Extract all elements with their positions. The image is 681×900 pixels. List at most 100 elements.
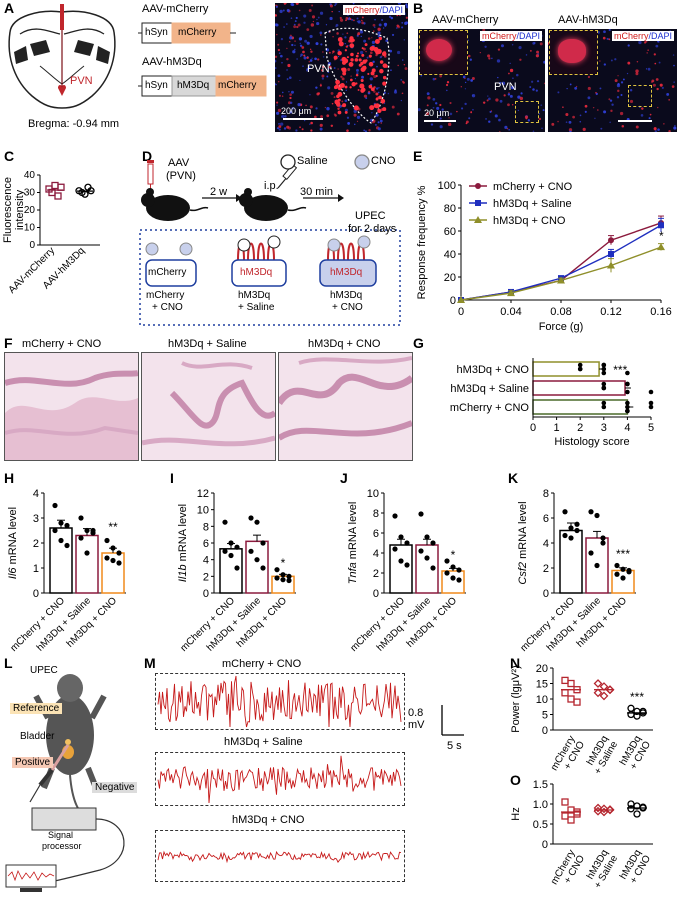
micro-speckle bbox=[640, 114, 644, 117]
b-legend-2: mCherry/DAPI bbox=[611, 31, 674, 41]
b-inset-2 bbox=[549, 30, 598, 75]
micro-speckle bbox=[308, 8, 312, 12]
micro-speckle bbox=[395, 27, 398, 29]
micro-speckle bbox=[508, 72, 510, 75]
emg-trace-line bbox=[157, 755, 402, 804]
mouse-icon-2 bbox=[239, 188, 307, 221]
m-title-3: hM3Dq + CNO bbox=[232, 814, 305, 826]
micro-speckle bbox=[337, 68, 339, 70]
dot-ytick-label: 10 bbox=[536, 694, 548, 706]
promoter-label-2: hSyn bbox=[145, 80, 168, 91]
micro-speckle bbox=[401, 59, 404, 61]
construct-hm3dq-title: AAV-hM3Dq bbox=[142, 56, 202, 68]
micro-speckle bbox=[390, 69, 392, 71]
micro-speckle bbox=[281, 114, 285, 119]
micro-speckle bbox=[327, 86, 331, 90]
micro-speckle bbox=[518, 46, 522, 50]
c-ylabel: Fluorescenceintensity bbox=[2, 177, 26, 243]
micro-speckle bbox=[482, 29, 486, 32]
micro-speckle bbox=[496, 59, 501, 63]
bar-point bbox=[286, 573, 292, 579]
micro-speckle bbox=[330, 124, 334, 128]
mcherry-gene-label-2: mCherry bbox=[218, 80, 257, 91]
micro-speckle bbox=[356, 120, 359, 122]
cno-circle-icon bbox=[354, 154, 370, 170]
micro-speckle bbox=[597, 109, 599, 111]
d-step1-label: 2 w bbox=[210, 186, 228, 198]
micro-speckle bbox=[462, 75, 466, 79]
legend-red: mCherry bbox=[344, 5, 380, 15]
mcherry-cell bbox=[343, 58, 349, 64]
construct-mcherry bbox=[138, 22, 236, 44]
e-ytick-label: 0 bbox=[450, 295, 456, 307]
mcherry-cell bbox=[354, 58, 359, 62]
micro-speckle bbox=[379, 56, 382, 59]
micro-speckle bbox=[405, 16, 408, 19]
mouse-supine-icon bbox=[33, 674, 107, 823]
bar-point bbox=[274, 575, 280, 581]
micro-speckle bbox=[361, 16, 364, 19]
histo-title-2: hM3Dq + Saline bbox=[168, 338, 247, 350]
micro-speckle bbox=[425, 112, 429, 116]
construct-mcherry-title: AAV-mCherry bbox=[142, 3, 209, 15]
micro-speckle bbox=[397, 64, 399, 67]
micro-speckle bbox=[359, 50, 364, 55]
micro-speckle bbox=[346, 32, 349, 35]
dot-ytick-label: 5 bbox=[542, 710, 548, 722]
e-ytick-label: 40 bbox=[444, 249, 456, 261]
mcherry-cell bbox=[350, 58, 354, 62]
bar-point bbox=[392, 513, 398, 519]
mcherry-cell bbox=[349, 43, 355, 49]
micro-speckle bbox=[332, 36, 334, 38]
micro-speckle bbox=[363, 129, 366, 132]
micro-speckle bbox=[277, 74, 281, 78]
mcherry-cell bbox=[374, 38, 380, 44]
panel-label-j: J bbox=[340, 470, 348, 486]
micro-speckle bbox=[506, 128, 509, 130]
bar-point bbox=[104, 555, 110, 561]
micro-speckle bbox=[636, 60, 639, 63]
mcherry-cell bbox=[349, 36, 354, 41]
e-point bbox=[658, 222, 664, 229]
micro-speckle bbox=[432, 106, 435, 109]
dot-xtick-label: hM3Dq+ Saline bbox=[583, 848, 620, 891]
micro-speckle bbox=[327, 71, 330, 73]
micro-speckle bbox=[626, 72, 629, 75]
g-category-label: mCherry + CNO bbox=[450, 402, 530, 414]
micro-speckle bbox=[279, 9, 283, 14]
micro-speckle bbox=[325, 24, 328, 26]
micro-speckle bbox=[316, 92, 320, 96]
micro-speckle bbox=[303, 54, 306, 57]
micro-speckle bbox=[654, 62, 657, 65]
micro-speckle bbox=[275, 23, 278, 27]
bar-point bbox=[424, 534, 430, 540]
g-point bbox=[648, 404, 654, 410]
mcherry-cell bbox=[361, 47, 364, 50]
b-scalebar-label: 20 μm bbox=[424, 108, 450, 118]
bar-point bbox=[280, 572, 286, 578]
micro-speckle bbox=[322, 51, 324, 53]
micro-speckle bbox=[300, 53, 303, 57]
m-title-1: mCherry + CNO bbox=[222, 658, 302, 670]
micro-speckle bbox=[329, 16, 333, 21]
micro-speckle bbox=[531, 80, 534, 83]
micro-speckle bbox=[337, 107, 340, 110]
dot-point bbox=[561, 812, 569, 820]
micro-speckle bbox=[565, 121, 568, 124]
micro-speckle bbox=[651, 81, 653, 83]
mcherry-cell bbox=[382, 81, 387, 86]
micro-speckle bbox=[656, 87, 659, 91]
bar-point bbox=[614, 571, 620, 577]
e-xtick-label: 0.12 bbox=[600, 306, 621, 318]
mcherry-cell bbox=[348, 61, 354, 67]
micro-speckle bbox=[280, 37, 284, 41]
micro-speckle bbox=[617, 89, 620, 93]
micro-speckle bbox=[543, 82, 545, 85]
micro-speckle bbox=[512, 77, 514, 79]
mcherry-cell bbox=[335, 79, 341, 85]
bar-point bbox=[574, 527, 580, 534]
micro-speckle bbox=[375, 87, 379, 90]
m-scalebar bbox=[441, 705, 464, 736]
mcherry-cell bbox=[380, 98, 386, 104]
